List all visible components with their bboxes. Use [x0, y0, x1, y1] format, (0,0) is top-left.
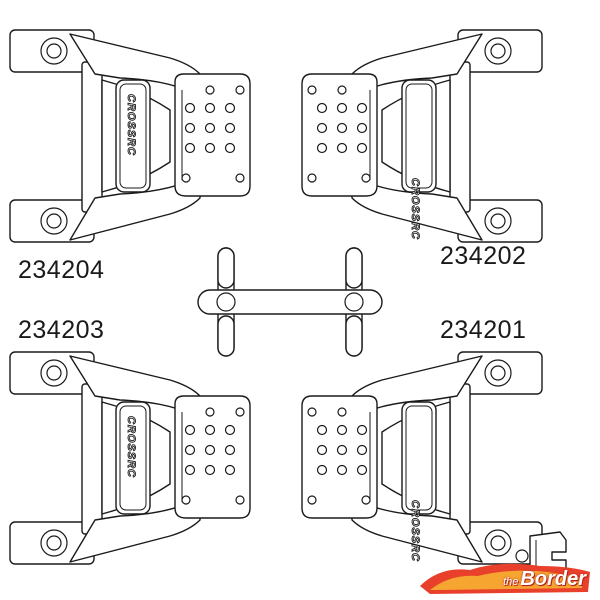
plate-logo-text: CROSSRC	[409, 178, 421, 240]
arm-234201: CROSSRC	[301, 351, 543, 565]
part-number-234204: 234204	[18, 256, 105, 284]
plate-logo-text: CROSSRC	[125, 416, 137, 478]
hinge-pin-holder	[197, 247, 383, 357]
part-number-234201: 234201	[440, 316, 527, 344]
arm-234203: CROSSRC	[9, 351, 251, 565]
plate-logo-text: CROSSRC	[125, 94, 137, 156]
brand-main-text: Border	[520, 568, 586, 590]
brand-small-text: the	[503, 576, 519, 588]
brand-flame-icon	[420, 563, 590, 594]
plate-logo-text: CROSSRC	[409, 500, 421, 562]
part-number-234202: 234202	[440, 242, 527, 270]
part-number-234203: 234203	[18, 316, 105, 344]
arm-234202: CROSSRC	[301, 29, 543, 243]
arm-234204: CROSSRC	[9, 29, 251, 243]
